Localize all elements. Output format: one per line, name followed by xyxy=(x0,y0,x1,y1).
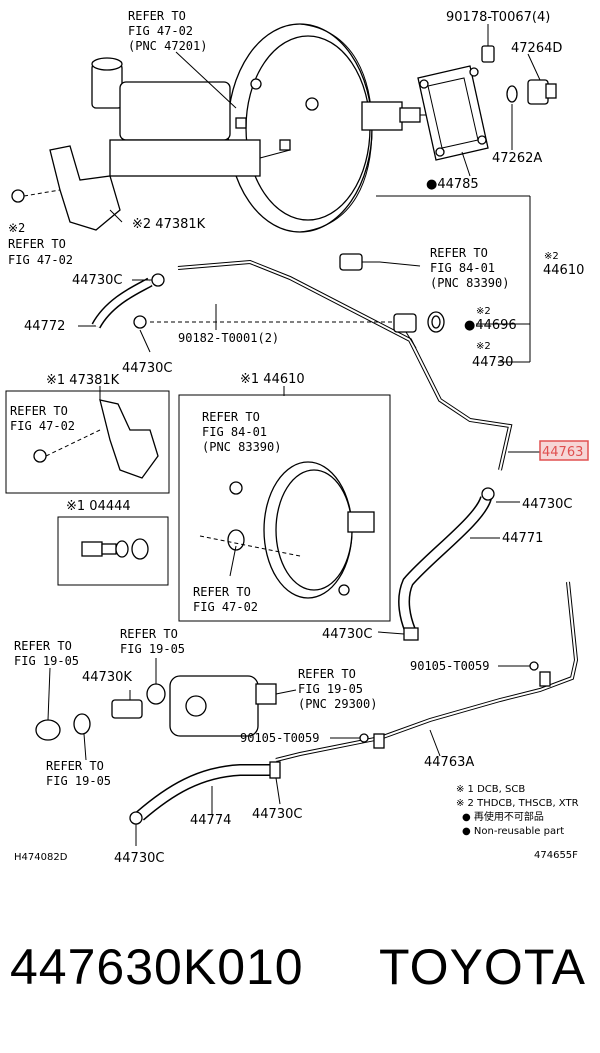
refer-fig19-d-line: FIG 19-05 xyxy=(46,774,111,788)
refer-line: ※2 xyxy=(8,221,25,235)
check-valve xyxy=(339,253,380,271)
label-44774: 44774 xyxy=(190,813,231,828)
box3-refer-line: FIG 47-02 xyxy=(193,600,258,614)
hose-44771 xyxy=(398,487,495,641)
refer-fig19-c-line: (PNC 29300) xyxy=(298,697,377,711)
label-44730c-b: 44730C xyxy=(122,361,172,376)
refer-line: REFER TO xyxy=(430,246,488,260)
box3-refer-line: FIG 84-01 xyxy=(202,425,267,439)
label-44610-mark: ※2 xyxy=(544,251,559,262)
box3-title: ※1 44610 xyxy=(240,372,305,387)
label-90105-a: 90105-T0059 xyxy=(410,659,489,673)
label-47381k: ※2 47381K xyxy=(132,217,206,232)
vacuum-pipe-44610 xyxy=(177,259,513,471)
label-44696: ●44696 xyxy=(464,318,517,333)
brand-name: TOYOTA xyxy=(379,939,586,995)
box3-refer-line: REFER TO xyxy=(202,410,260,424)
label-refer-fig84-top: REFER TO FIG 84-01 (PNC 83390) xyxy=(430,246,509,290)
bracket-47381k xyxy=(11,145,121,231)
label-44730c-c: 44730C xyxy=(522,497,572,512)
refer-fig19-c-line: REFER TO xyxy=(298,667,356,681)
label-refer-fig47-top: REFER TO FIG 47-02 (PNC 47201) xyxy=(128,9,207,53)
label-44771: 44771 xyxy=(502,531,543,546)
refer-line: FIG 47-02 xyxy=(128,24,193,38)
parts-diagram: REFER TO FIG 47-02 (PNC 47201) 90178-T00… xyxy=(5,9,589,866)
label-44730: 44730 xyxy=(472,355,513,370)
refer-line: (PNC 83390) xyxy=(430,276,509,290)
refer-fig19-a-line: REFER TO xyxy=(14,639,72,653)
drawing-code-right: 474655F xyxy=(534,850,578,861)
part-number: 447630K010 xyxy=(10,939,304,995)
master-cylinder xyxy=(91,57,291,177)
refer-fig19-c-line: FIG 19-05 xyxy=(298,682,363,696)
footer: 447630K010 TOYOTA xyxy=(0,938,600,1008)
hose-44772 xyxy=(91,273,165,329)
fitting-47264d xyxy=(527,79,557,105)
label-90105-b: 90105-T0059 xyxy=(240,731,319,745)
label-44772: 44772 xyxy=(24,319,65,334)
refer-fig19-b-line: FIG 19-05 xyxy=(120,642,185,656)
label-44696-mark: ※2 xyxy=(476,306,491,317)
brake-booster xyxy=(227,23,440,233)
grommet-44696 xyxy=(427,311,445,333)
label-44610: 44610 xyxy=(543,263,584,278)
refer-fig19-a-line: FIG 19-05 xyxy=(14,654,79,668)
refer-line: FIG 84-01 xyxy=(430,261,495,275)
label-44730k: 44730K xyxy=(82,670,132,685)
label-refer-fig47-left: ※2 REFER TO FIG 47-02 xyxy=(8,221,73,267)
legend-line: ● Non-reusable part xyxy=(462,826,564,837)
pipe-44763a xyxy=(275,581,579,762)
nut-90178 xyxy=(481,45,495,63)
label-44730c-d: 44730C xyxy=(322,627,372,642)
label-44730c-a: 44730C xyxy=(72,273,122,288)
refer-line: REFER TO xyxy=(128,9,186,23)
label-47262a: 47262A xyxy=(492,151,542,166)
gasket-plate xyxy=(417,65,489,161)
label-44785: ●44785 xyxy=(426,177,479,192)
label-47264d: 47264D xyxy=(511,41,562,56)
label-44730c-f: 44730C xyxy=(114,851,164,866)
refer-line: REFER TO xyxy=(8,237,66,251)
label-44730c-e: 44730C xyxy=(252,807,302,822)
refer-line: FIG 47-02 xyxy=(8,253,73,267)
legend-line: ※ 2 THDCB, THSCB, XTR xyxy=(456,798,579,809)
label-44763a: 44763A xyxy=(424,755,474,770)
vacuum-pump xyxy=(35,675,277,741)
label-44730-mark: ※2 xyxy=(476,341,491,352)
box1-refer-line: REFER TO xyxy=(10,404,68,418)
washer-47262a xyxy=(506,85,518,103)
highlight-44763 xyxy=(539,440,589,461)
refer-fig19-b-line: REFER TO xyxy=(120,627,178,641)
refer-fig19-d-line: REFER TO xyxy=(46,759,104,773)
legend: ※ 1 DCB, SCB ※ 2 THDCB, THSCB, XTR ● 再使用… xyxy=(456,784,579,837)
box1-refer-line: FIG 47-02 xyxy=(10,419,75,433)
legend-line: ※ 1 DCB, SCB xyxy=(456,784,525,795)
drawing-code-left: H474082D xyxy=(14,852,68,863)
legend-line: ● 再使用不可部品 xyxy=(462,810,544,823)
label-90178: 90178-T0067(4) xyxy=(446,10,550,25)
leader-lines xyxy=(47,24,541,846)
box1-title: ※1 47381K xyxy=(46,373,120,388)
label-44763: 44763 xyxy=(542,445,583,460)
label-90182: 90182-T0001(2) xyxy=(178,331,279,345)
inset-box-47381k xyxy=(5,390,170,494)
box3-refer-line: REFER TO xyxy=(193,585,251,599)
box2-title: ※1 04444 xyxy=(66,499,131,514)
refer-line: (PNC 47201) xyxy=(128,39,207,53)
inset-box-04444 xyxy=(57,516,169,586)
fitting-44730 xyxy=(393,313,417,333)
box3-refer-line: (PNC 83390) xyxy=(202,440,281,454)
